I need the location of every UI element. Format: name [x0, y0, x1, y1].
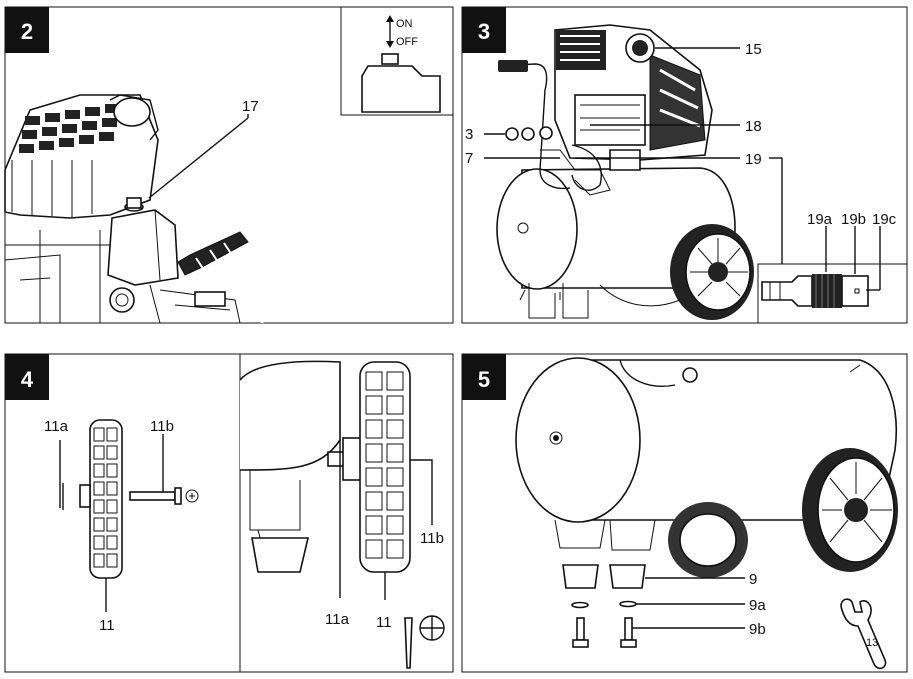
pressure-switch-housing: [361, 65, 441, 113]
panel-3-number: 3: [478, 19, 490, 44]
wheel-exploded: 11a 11 11b: [44, 418, 199, 634]
callout-11b-right: 11b: [420, 530, 444, 547]
washer-left: [571, 601, 589, 609]
wrench-13-icon: 13: [840, 598, 887, 670]
panel-3: 3: [461, 6, 908, 324]
callout-11a-left: 11a: [44, 418, 69, 435]
panel-5-badge: [462, 354, 506, 400]
bolt-right: [620, 617, 637, 648]
couplers-3: [505, 126, 611, 196]
callout-3: 3: [465, 126, 473, 143]
wheel-3: [599, 224, 754, 320]
rubber-foot-left: [562, 564, 599, 589]
callout-11-left: 11: [99, 617, 115, 634]
fittings: [109, 284, 241, 324]
wheel-5: [668, 448, 898, 578]
callout-11-right: 11: [376, 614, 392, 631]
callout-11a-right: 11a: [325, 611, 350, 628]
panel-2-badge: [5, 7, 49, 53]
callout-19c: 19c: [872, 211, 897, 228]
wheel-mounted: 11a 11 11b: [239, 360, 445, 669]
switch-inset: ON OFF: [340, 6, 454, 116]
screwdriver-icon: [404, 617, 413, 669]
panel-3-badge: [462, 7, 506, 53]
motor-3: [554, 24, 713, 171]
callout-19: 19: [745, 151, 762, 168]
compressor-head: [4, 94, 159, 323]
panel-4: 4 11a 11 11b: [4, 353, 454, 673]
callout-9b: 9b: [749, 621, 766, 638]
callout-18: 18: [745, 118, 762, 135]
callout-9: 9: [749, 571, 757, 588]
callout-19a: 19a: [807, 211, 833, 228]
callout-11b-left: 11b: [150, 418, 174, 435]
pressure-switch: [107, 197, 179, 286]
washer-right: [619, 600, 637, 608]
coupler-detail: [757, 226, 908, 324]
bolt-left: [572, 617, 589, 648]
power-cord: [177, 230, 273, 324]
panel-4-number: 4: [21, 367, 34, 392]
handle-3: [497, 60, 571, 190]
callout-19b: 19b: [841, 211, 866, 228]
wrench-size-label: 13: [866, 637, 878, 649]
callout-17: 17: [242, 98, 259, 115]
panel-2-number: 2: [21, 19, 33, 44]
callout-7: 7: [465, 150, 473, 167]
panel-2: 2 ON OFF: [4, 6, 454, 324]
callout-9a: 9a: [749, 597, 766, 614]
panel-4-badge: [5, 354, 49, 400]
switch-on-label: ON: [396, 18, 413, 30]
panel-5: 5 9 9a: [461, 353, 908, 673]
rubber-foot-right: [609, 564, 646, 589]
callout-15: 15: [745, 41, 762, 58]
panel-5-number: 5: [478, 367, 490, 392]
switch-off-label: OFF: [396, 36, 418, 48]
tank-5: [515, 357, 898, 551]
